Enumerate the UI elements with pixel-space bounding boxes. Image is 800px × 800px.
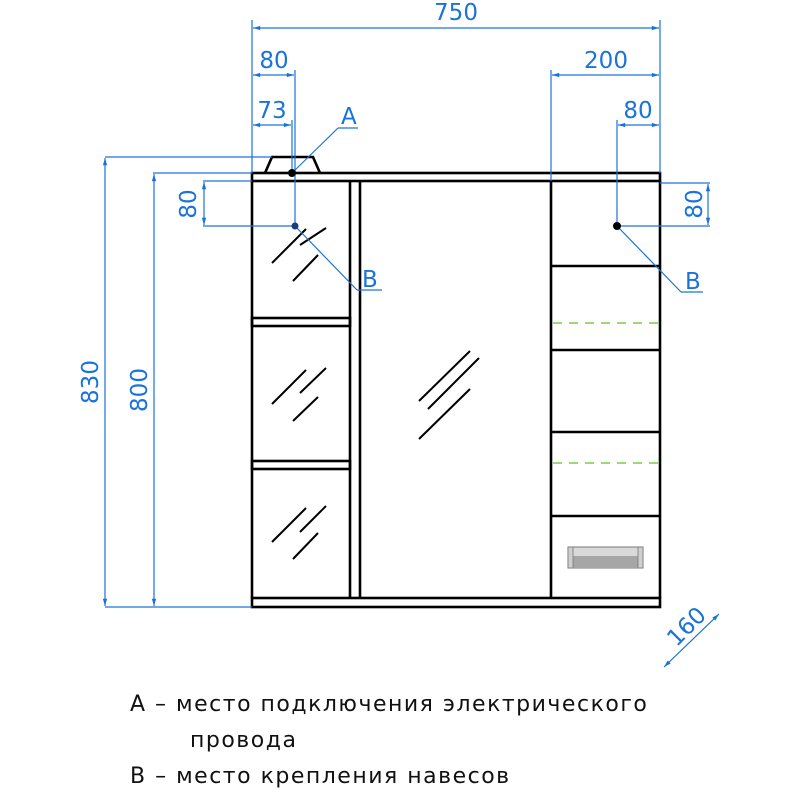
marker-b-right: B [685, 269, 701, 295]
glass-hatch-left-top [271, 227, 327, 282]
legend-line-b: B – место крепления навесов [130, 764, 511, 789]
dim-right-outer: 200 [584, 48, 628, 74]
top-board [250, 171, 662, 183]
glass-hatch-left-bottom [271, 505, 327, 560]
marker-a: A [341, 104, 357, 130]
glass-hatch-icons [271, 227, 480, 560]
cabinet-body [250, 155, 662, 609]
drawer-handle-icon [567, 546, 644, 569]
dim-overall-width: 750 [434, 0, 478, 26]
dim-depth: 160 [662, 602, 711, 651]
marker-b-left: B [362, 267, 378, 293]
legend-line-a-cont: провода [190, 728, 298, 753]
dim-right-inner: 80 [623, 98, 652, 124]
legend-line-a: A – место подключения электрического [130, 692, 649, 717]
left-shelf-1 [250, 316, 352, 328]
glass-hatch-left-mid [271, 367, 327, 422]
dim-overall-height: 830 [78, 360, 104, 404]
dim-body-height: 800 [127, 368, 153, 412]
dim-left-mount: 80 [176, 189, 202, 218]
dimension-lines [102, 20, 720, 668]
glass-shelves [553, 322, 658, 464]
glass-hatch-mirror [418, 350, 480, 440]
point-b-right-icon [613, 222, 621, 230]
dim-right-mount: 80 [682, 189, 708, 218]
point-b-left-icon [291, 222, 299, 230]
dim-left-outer: 80 [259, 48, 288, 74]
point-a-icon [288, 169, 296, 177]
dim-left-inner: 73 [257, 98, 286, 124]
bottom-board [250, 596, 662, 609]
left-shelf-2 [250, 459, 352, 471]
